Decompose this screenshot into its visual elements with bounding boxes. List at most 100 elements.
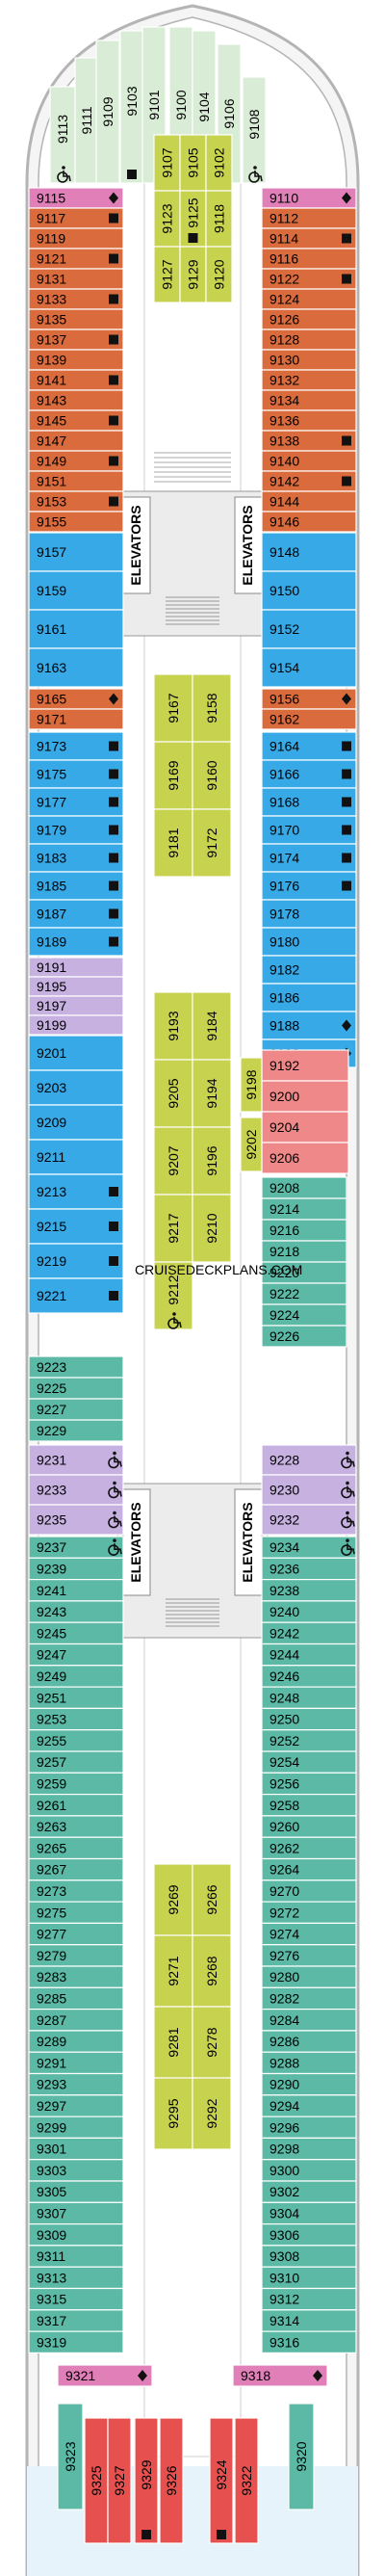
cabin[interactable]: 9286 xyxy=(261,2030,357,2053)
cabin[interactable]: 9304 xyxy=(261,2201,357,2225)
cabin[interactable]: 9321 xyxy=(57,2364,153,2387)
cabin[interactable]: 9164 xyxy=(261,731,357,761)
cabin[interactable]: 9298 xyxy=(261,2137,357,2161)
cabin[interactable]: 9138 xyxy=(261,430,357,452)
cabin[interactable]: 9121 xyxy=(28,248,124,270)
cabin[interactable]: 9208 xyxy=(261,1176,347,1199)
cabin[interactable]: 9264 xyxy=(261,1857,357,1881)
cabin[interactable]: 9312 xyxy=(261,2287,357,2311)
cabin[interactable]: 9313 xyxy=(28,2266,124,2290)
cabin[interactable]: 9311 xyxy=(28,2245,124,2268)
cabin[interactable]: 9145 xyxy=(28,409,124,432)
cabin[interactable]: 9269 xyxy=(153,1863,193,1936)
cabin[interactable]: 9185 xyxy=(28,871,124,901)
cabin[interactable]: 9307 xyxy=(28,2201,124,2225)
cabin[interactable]: 9235 xyxy=(28,1504,124,1536)
cabin[interactable]: 9173 xyxy=(28,731,124,761)
cabin[interactable]: 9158 xyxy=(192,673,232,743)
cabin[interactable]: 9134 xyxy=(261,389,357,411)
cabin[interactable]: 9128 xyxy=(261,329,357,351)
cabin[interactable]: 9287 xyxy=(28,2009,124,2032)
cabin[interactable]: 9221 xyxy=(28,1277,124,1314)
cabin[interactable]: 9183 xyxy=(28,843,124,873)
cabin[interactable]: 9210 xyxy=(192,1194,232,1263)
cabin[interactable]: 9142 xyxy=(261,470,357,492)
cabin[interactable]: 9120 xyxy=(205,246,233,303)
cabin[interactable]: 9234 xyxy=(261,1536,357,1559)
cabin[interactable]: 9139 xyxy=(28,349,124,371)
cabin[interactable]: 9146 xyxy=(261,511,357,533)
cabin[interactable]: 9260 xyxy=(261,1815,357,1838)
cabin[interactable]: 9300 xyxy=(261,2159,357,2182)
cabin[interactable]: 9107 xyxy=(153,134,181,192)
cabin[interactable]: 9254 xyxy=(261,1750,357,1774)
cabin[interactable]: 9303 xyxy=(28,2159,124,2182)
cabin[interactable]: 9236 xyxy=(261,1557,357,1581)
cabin[interactable]: 9127 xyxy=(153,246,181,303)
cabin[interactable]: 9257 xyxy=(28,1750,124,1774)
cabin[interactable]: 9265 xyxy=(28,1836,124,1860)
cabin[interactable]: 9237 xyxy=(28,1536,124,1559)
cabin[interactable]: 9238 xyxy=(261,1578,357,1602)
cabin[interactable]: 9295 xyxy=(153,2077,193,2150)
cabin[interactable]: 9243 xyxy=(28,1600,124,1623)
cabin[interactable]: 9218 xyxy=(261,1240,347,1263)
cabin[interactable]: 9169 xyxy=(153,741,193,810)
cabin[interactable]: 9323 xyxy=(57,2403,84,2510)
cabin[interactable]: 9285 xyxy=(28,1986,124,2011)
cabin[interactable]: 9223 xyxy=(28,1355,124,1379)
cabin[interactable]: 9114 xyxy=(261,227,357,250)
cabin[interactable]: 9318 xyxy=(232,2364,328,2387)
cabin[interactable]: 9165 xyxy=(28,688,124,710)
cabin[interactable]: 9292 xyxy=(192,2077,232,2150)
cabin[interactable]: 9144 xyxy=(261,490,357,513)
cabin[interactable]: 9317 xyxy=(28,2309,124,2332)
cabin[interactable]: 9103 xyxy=(119,30,144,184)
cabin[interactable]: 9201 xyxy=(28,1035,124,1071)
cabin[interactable]: 9184 xyxy=(192,991,232,1061)
cabin[interactable]: 9256 xyxy=(261,1772,357,1796)
cabin[interactable]: 9191 xyxy=(28,957,124,978)
cabin[interactable]: 9282 xyxy=(261,1986,357,2011)
cabin[interactable]: 9133 xyxy=(28,288,124,310)
cabin[interactable]: 9112 xyxy=(261,207,357,229)
cabin[interactable]: 9239 xyxy=(28,1557,124,1581)
cabin[interactable]: 9129 xyxy=(179,246,207,303)
cabin[interactable]: 9271 xyxy=(153,1934,193,2008)
cabin[interactable]: 9131 xyxy=(28,268,124,290)
cabin[interactable]: 9124 xyxy=(261,288,357,310)
cabin[interactable]: 9179 xyxy=(28,815,124,845)
cabin[interactable]: 9115 xyxy=(28,187,124,209)
cabin[interactable]: 9248 xyxy=(261,1686,357,1709)
cabin[interactable]: 9172 xyxy=(192,808,232,878)
cabin[interactable]: 9188 xyxy=(261,1011,357,1040)
cabin[interactable]: 9220 xyxy=(261,1261,347,1284)
cabin[interactable]: 9132 xyxy=(261,369,357,391)
cabin[interactable]: 9319 xyxy=(28,2330,124,2354)
cabin[interactable]: 9219 xyxy=(28,1243,124,1279)
cabin[interactable]: 9314 xyxy=(261,2309,357,2332)
cabin[interactable]: 9117 xyxy=(28,207,124,229)
cabin[interactable]: 9299 xyxy=(28,2116,124,2140)
cabin[interactable]: 9148 xyxy=(261,532,357,572)
cabin[interactable]: 9137 xyxy=(28,329,124,351)
cabin[interactable]: 9186 xyxy=(261,983,357,1012)
cabin[interactable]: 9113 xyxy=(49,86,76,184)
cabin[interactable]: 9301 xyxy=(28,2137,124,2161)
cabin[interactable]: 9329 xyxy=(134,2417,159,2544)
cabin[interactable]: 9214 xyxy=(261,1197,347,1221)
cabin[interactable]: 9198 xyxy=(240,1057,263,1113)
cabin[interactable]: 9211 xyxy=(28,1139,124,1175)
cabin[interactable]: 9251 xyxy=(28,1686,124,1709)
cabin[interactable]: 9109 xyxy=(95,39,120,184)
cabin[interactable]: 9161 xyxy=(28,609,124,649)
cabin[interactable]: 9244 xyxy=(261,1643,357,1667)
cabin[interactable]: 9268 xyxy=(192,1934,232,2008)
cabin[interactable]: 9262 xyxy=(261,1836,357,1860)
cabin[interactable]: 9275 xyxy=(28,1901,124,1924)
cabin[interactable]: 9232 xyxy=(261,1504,357,1536)
cabin[interactable]: 9105 xyxy=(179,134,207,192)
cabin[interactable]: 9242 xyxy=(261,1621,357,1645)
cabin[interactable]: 9118 xyxy=(205,190,233,248)
cabin[interactable]: 9324 xyxy=(209,2417,234,2544)
